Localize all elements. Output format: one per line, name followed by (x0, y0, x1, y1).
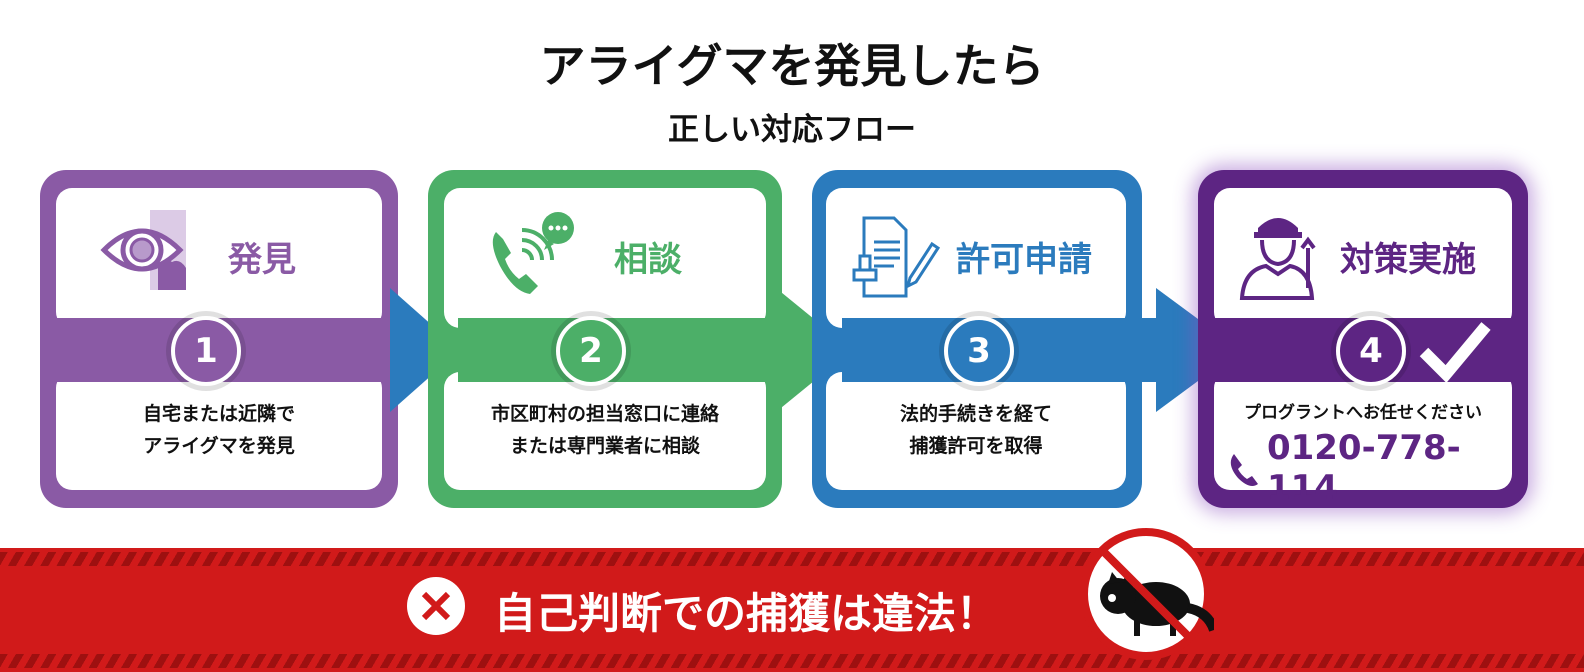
stripe-top (0, 552, 1584, 566)
step-4-heading: 対策実施 (1340, 240, 1476, 280)
desc-line: 自宅または近隣で (142, 403, 295, 425)
phone-icon (1230, 454, 1258, 486)
step-2-heading: 相談 (614, 240, 682, 280)
step-3-description: 法的手続きを経て捕獲許可を取得 (826, 398, 1126, 462)
warning-banner (0, 548, 1584, 672)
eye-icon (100, 210, 186, 290)
no-raccoon-icon (1080, 528, 1214, 660)
step-4-top-panel (1214, 188, 1512, 328)
desc-line: アライグマを発見 (143, 435, 295, 457)
step-4-bottom-panel (1214, 372, 1512, 490)
step-3-heading: 許可申請 (956, 240, 1092, 280)
checkmark-icon (1419, 322, 1491, 382)
desc-line: 市区町村の担当窓口に連絡 (490, 403, 719, 425)
step-1-number: 1 (171, 316, 241, 386)
worker-icon (1239, 218, 1316, 300)
arrow-head-1 (390, 288, 460, 412)
document-stamp-icon (852, 216, 941, 298)
step-2-number: 2 (556, 316, 626, 386)
x-circle-icon (407, 577, 465, 635)
desc-line: または専門業者に相談 (509, 435, 700, 457)
phone-number[interactable]: 0120-778-114 (1266, 428, 1461, 508)
step-3-number: 3 (944, 316, 1014, 386)
stripe-bottom (0, 654, 1584, 668)
step-2-bottom-panel (444, 372, 766, 490)
page-subtitle: 正しい対応フロー (668, 112, 916, 148)
step-1-bottom-panel (56, 372, 382, 490)
page-title: アライグマを発見したら (539, 39, 1045, 93)
warning-text: 自己判断での捕獲は違法！ (494, 589, 999, 638)
phone-chat-icon (492, 212, 574, 294)
step-4-number: 4 (1336, 316, 1406, 386)
step-1-description: 自宅または近隣でアライグマを発見 (56, 398, 382, 462)
step-2-description: 市区町村の担当窓口に連絡または専門業者に相談 (444, 398, 766, 462)
desc-line: 捕獲許可を取得 (909, 435, 1043, 457)
desc-line: 法的手続きを経て (899, 403, 1052, 425)
phone-number-row[interactable]: 0120-778-114 (1228, 428, 1508, 508)
step-3-bottom-panel (826, 372, 1126, 490)
step-4-description: プログラントへお任せください (1244, 403, 1482, 423)
step-1-heading: 発見 (228, 240, 296, 280)
